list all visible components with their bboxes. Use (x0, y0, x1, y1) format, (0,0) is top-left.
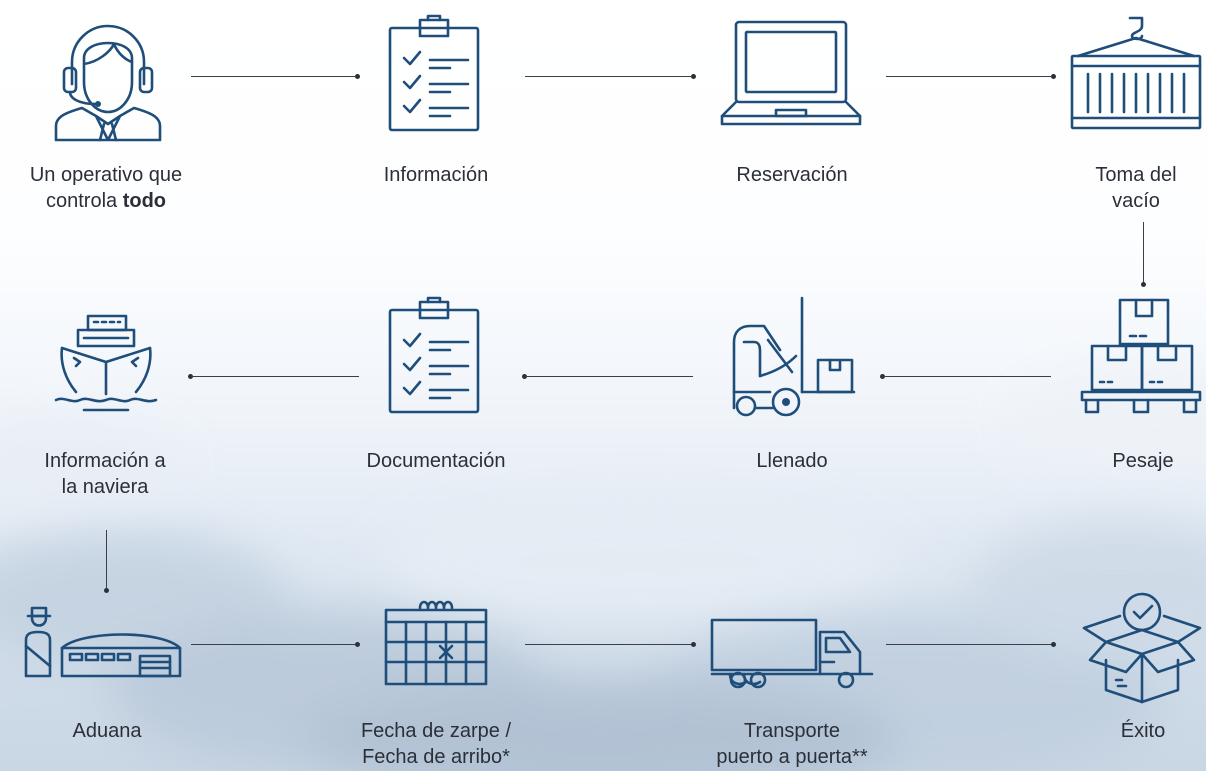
clipboard-checklist-icon (388, 14, 480, 132)
step-label: Pesaje (1112, 450, 1174, 472)
ship-icon (54, 302, 158, 414)
step-label: Aduana (72, 720, 142, 742)
calendar-icon (384, 598, 488, 686)
step-label: Llenado (756, 450, 828, 472)
laptop-icon (720, 20, 862, 130)
pallet-boxes-icon (1080, 296, 1202, 416)
step-label: Reservación (736, 164, 848, 186)
customs-warehouse-icon (22, 606, 182, 678)
headset-agent-icon (52, 16, 164, 142)
step-label: Documentación (366, 450, 506, 472)
step-label: Transporte puerto a puerta** (716, 720, 868, 768)
open-box-check-icon (1082, 590, 1202, 704)
forklift-icon (730, 296, 856, 418)
clipboard-checklist-icon (388, 296, 480, 414)
truck-icon (710, 618, 874, 690)
step-label: Fecha de zarpe / Fecha de arribo* (360, 720, 512, 768)
step-label: Éxito (1120, 720, 1166, 742)
step-label: Información a la naviera (44, 450, 166, 498)
hanging-container-icon (1070, 16, 1202, 132)
step-label: Toma del vacío (1095, 164, 1177, 212)
step-label: Información (383, 164, 489, 186)
step-label: Un operativo que controla todo (29, 164, 183, 212)
